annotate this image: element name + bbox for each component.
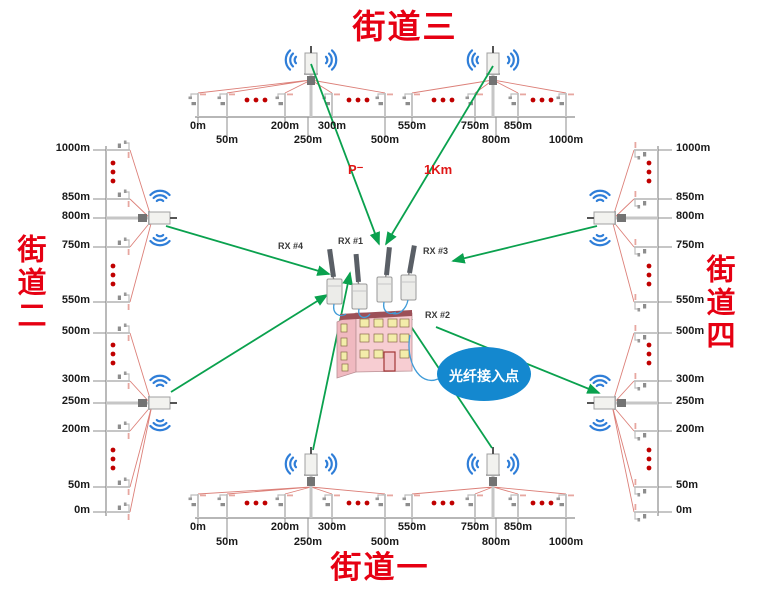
link-label-right: 1Km — [424, 162, 453, 177]
rx1-label: RX #1 — [338, 236, 364, 246]
tick-label: 750m — [460, 521, 490, 533]
antenna-cables — [333, 299, 439, 382]
rx3-label: RX #3 — [423, 246, 449, 256]
tick-label: 1000m — [548, 536, 584, 548]
tick-label: 800m — [61, 210, 90, 222]
tick-label: 500m — [370, 134, 400, 146]
roof-rx-antennas — [326, 245, 417, 310]
tick-label: 50m — [215, 536, 239, 548]
tick-label: 0m — [676, 504, 692, 516]
tick-label: 50m — [676, 479, 699, 491]
street-top-title: 街道三 — [352, 8, 458, 45]
tick-label: 550m — [676, 294, 705, 306]
fiber-access-node — [437, 347, 531, 401]
tick-label: 800m — [481, 536, 511, 548]
tick-label: 850m — [61, 191, 90, 203]
link-label-left: P⁻ — [348, 162, 364, 177]
tick-label: 500m — [61, 325, 90, 337]
tick-label: 500m — [676, 325, 705, 337]
tick-label: 0m — [190, 521, 206, 533]
tick-label: 800m — [481, 134, 511, 146]
tick-label: 1000m — [676, 142, 711, 154]
tick-label: 500m — [370, 536, 400, 548]
central-building — [336, 310, 413, 379]
tick-label: 800m — [676, 210, 705, 222]
wifi-signal-icons — [149, 49, 611, 475]
tick-label: 850m — [503, 521, 533, 533]
pole-relay-links — [129, 79, 635, 513]
tick-label: 250m — [293, 536, 323, 548]
tick-label: 50m — [67, 479, 90, 491]
building-door — [383, 351, 396, 372]
tick-label: 300m — [317, 120, 347, 132]
tick-label: 250m — [293, 134, 323, 146]
rx4-label: RX #4 — [278, 241, 304, 251]
tick-label: 300m — [676, 373, 705, 385]
tick-label: 0m — [74, 504, 90, 516]
tick-label: 0m — [190, 120, 206, 132]
tick-label: 200m — [676, 423, 705, 435]
tick-label: 1000m — [55, 142, 90, 154]
tick-label: 850m — [676, 191, 705, 203]
tick-label: 250m — [676, 395, 705, 407]
tick-label: 1000m — [548, 134, 584, 146]
tick-label: 300m — [317, 521, 347, 533]
tick-label: 750m — [460, 120, 490, 132]
tick-label: 550m — [61, 294, 90, 306]
street-right-title: 街道四 — [702, 254, 734, 353]
tick-label: 50m — [215, 134, 239, 146]
tick-label: 250m — [61, 395, 90, 407]
fiber-access-label: 光纤接入点 — [449, 368, 519, 384]
fiber-connector-line — [408, 334, 439, 382]
tick-label: 300m — [61, 373, 90, 385]
street-left-title: 街道二 — [13, 234, 45, 333]
street-poles — [105, 92, 659, 523]
tick-label: 750m — [61, 239, 90, 251]
rx2-label: RX #2 — [425, 310, 451, 320]
tick-label: 200m — [270, 120, 300, 132]
tick-label: 850m — [503, 120, 533, 132]
tick-label: 550m — [397, 120, 427, 132]
tick-label: 550m — [397, 521, 427, 533]
tick-label: 200m — [270, 521, 300, 533]
tick-label: 750m — [676, 239, 705, 251]
tick-label: 200m — [61, 423, 90, 435]
street-bottom-title: 街道一 — [330, 550, 430, 585]
